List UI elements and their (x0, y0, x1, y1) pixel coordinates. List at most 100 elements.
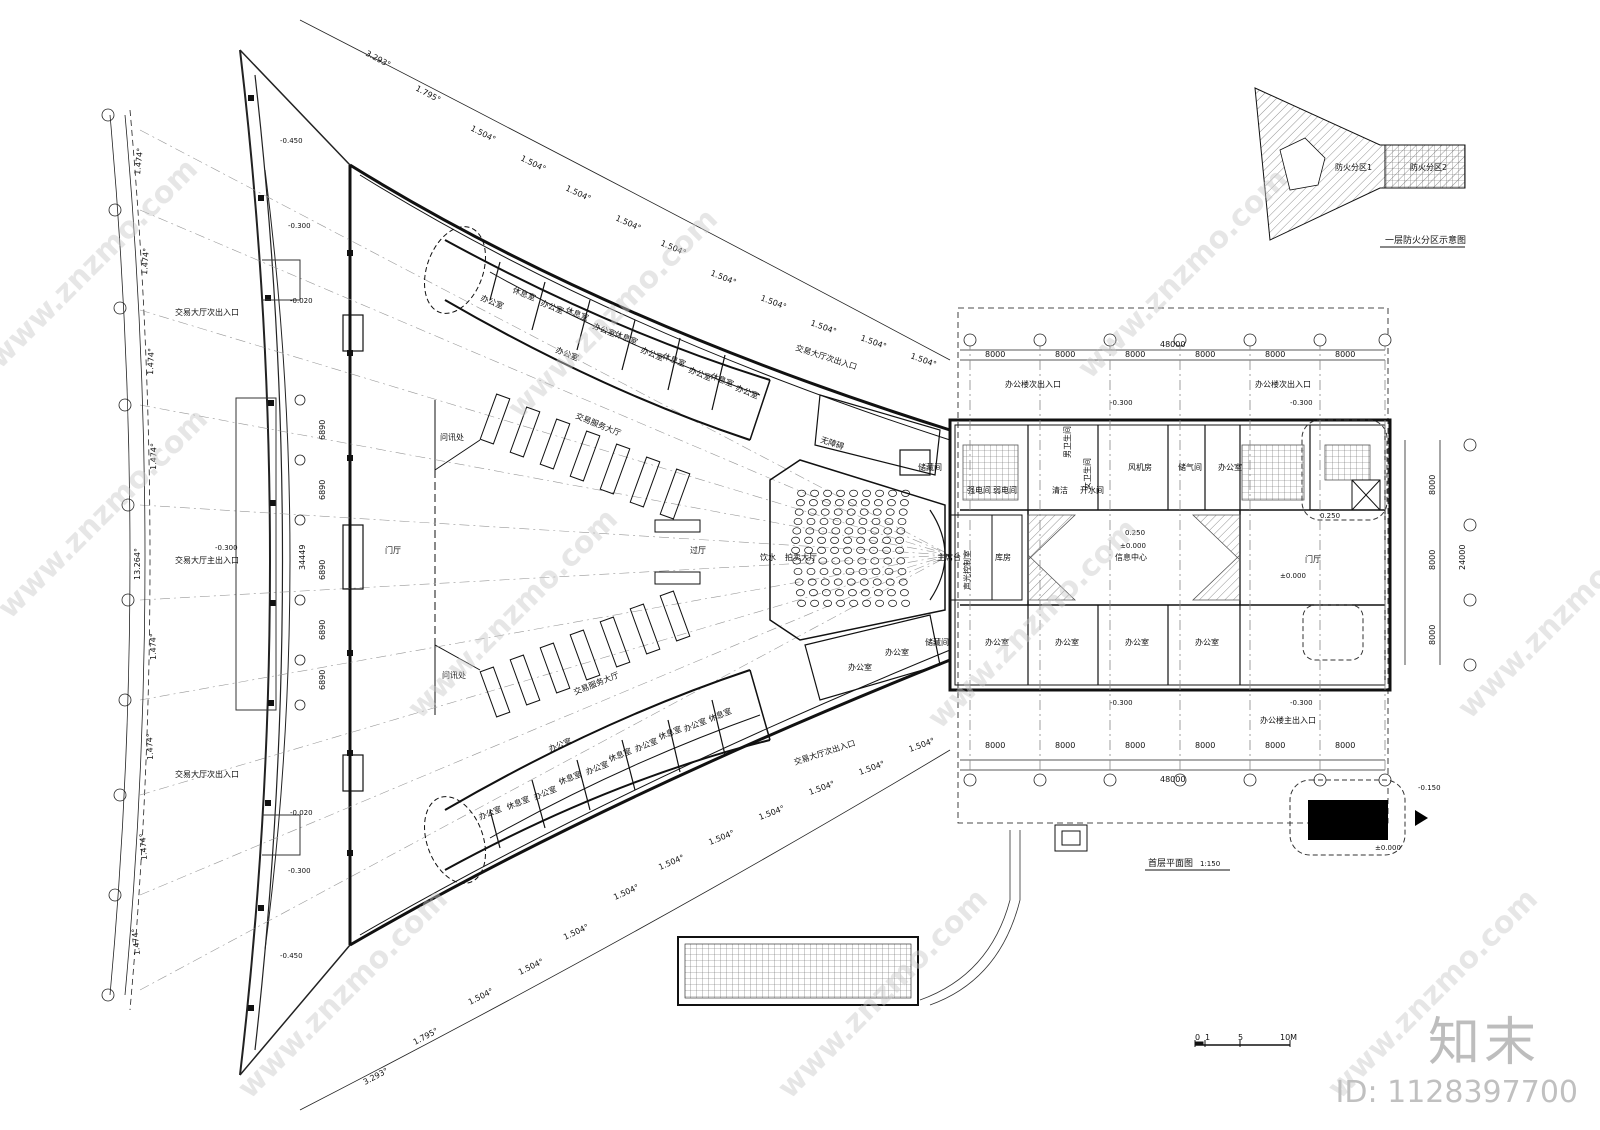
dim-angle-mid-b6: 1.504° (707, 828, 735, 846)
dim-bay-3: 8000 (1125, 350, 1145, 359)
auction-seat (845, 567, 855, 576)
label-passage: 过厅 (690, 545, 706, 555)
level-mark-10: 0.250 (1125, 529, 1145, 537)
fire-zone-legend-diagram (1254, 87, 1466, 241)
auction-seat (836, 489, 845, 497)
auction-seat (804, 546, 813, 554)
watermark-site-3: www.znzmo.com (501, 202, 725, 426)
auction-seat (887, 589, 896, 597)
dim-total-top: 48000 (1160, 340, 1185, 349)
auction-seat (796, 589, 805, 597)
dim-angle-mid-9: 1.504° (859, 333, 887, 351)
auction-seat (898, 578, 908, 586)
auction-seat (817, 536, 826, 544)
auction-seat (830, 546, 839, 554)
scale-bar (1194, 1040, 1291, 1047)
auction-seat (835, 499, 844, 507)
auction-seat (849, 599, 858, 607)
west-entrance-doors (342, 314, 364, 792)
level-mark-6: -0.300 (288, 867, 311, 875)
black-block (1289, 779, 1428, 856)
label-office-b4: 办公室 (1195, 637, 1219, 647)
auction-seat (809, 499, 818, 507)
label-foyer: 门厅 (385, 545, 401, 555)
dim-bay-2: 8000 (1055, 350, 1075, 359)
auction-seat (823, 599, 832, 607)
brand-watermark: 知末 (1427, 1013, 1540, 1073)
auction-seat (882, 536, 891, 544)
dim-angle-4: 1.474° (149, 443, 158, 470)
auction-seat (818, 557, 828, 565)
auction-seat (869, 536, 878, 544)
dim-angle-mid-b8: 1.504° (808, 779, 836, 797)
auction-seat (818, 527, 828, 535)
office-dimensions (960, 340, 1441, 780)
auction-seat (806, 517, 816, 526)
auction-seat (792, 557, 802, 565)
auction-seat (848, 499, 857, 507)
auction-seat (859, 508, 869, 516)
level-mark-8: ±0.000 (1120, 542, 1146, 550)
legend-title: 一层防火分区示意图 (1385, 234, 1466, 246)
label-nw-office-5: 办公室 (687, 365, 713, 383)
label-sw-office-6: 办公室 (547, 736, 573, 754)
label-gas-room: 储气间 (1178, 462, 1202, 472)
auction-seat (836, 599, 845, 607)
dim-depth-2: 8000 (1428, 550, 1437, 570)
office-ends (1301, 419, 1388, 661)
dim-angle-end-bottom: 3.293° (362, 1066, 390, 1087)
dim-hall-bay-2: 6890 (318, 480, 327, 500)
small-pavilion (1054, 824, 1088, 852)
auction-seat (810, 599, 819, 607)
dim-angle-big-bottom: 1.795° (412, 1026, 440, 1047)
watermark-site-2: www.znzmo.com (0, 402, 215, 626)
auction-seat (901, 489, 910, 497)
label-strong-elec: 强电间 (967, 485, 991, 495)
south-office-wing (424, 669, 771, 884)
hatched-shafts (962, 444, 1371, 601)
label-sw-rest-1: 休息室 (505, 794, 531, 812)
auction-seat (861, 589, 870, 597)
level-marks: -0.450 -0.300 -0.020 -0.300 -0.020 -0.30… (215, 137, 1441, 960)
auction-seat (896, 557, 906, 565)
auction-seat (900, 499, 909, 507)
auction-seat (793, 517, 803, 526)
dim-bay-b6: 8000 (1335, 741, 1355, 750)
dim-angle-6: 1.474° (145, 733, 155, 760)
auction-seat (820, 508, 830, 516)
dim-hall-bay-3: 6890 (318, 560, 327, 580)
auction-seat (823, 489, 832, 497)
auction-seat (833, 578, 843, 586)
label-entrance-secondary-top: 交易大厅次出入口 (175, 307, 239, 317)
level-mark-4: -0.300 (215, 544, 238, 552)
level-mark-14: -0.300 (1110, 699, 1133, 707)
auction-seat (856, 546, 865, 554)
auction-seat (871, 567, 881, 576)
auction-seat (807, 508, 817, 516)
dim-bay-5: 8000 (1265, 350, 1285, 359)
auction-seat (862, 599, 871, 607)
label-sw-rest-5: 休息室 (707, 706, 733, 724)
label-water: 开水间 (1080, 485, 1104, 495)
id-watermark: ID: 1128397700 (1335, 1075, 1578, 1110)
auction-seat (797, 489, 806, 497)
dim-angle-mid-b7: 1.504° (757, 804, 785, 822)
auction-seat (885, 578, 895, 586)
dim-angle-mid-3: 1.504° (564, 184, 592, 204)
watermark-site-6: www.znzmo.com (1071, 162, 1295, 386)
label-office-s2: 办公室 (885, 647, 909, 657)
label-inquiry-bottom: 问讯处 (442, 670, 466, 680)
auction-seat (805, 557, 815, 565)
scale-label-1: 1 (1205, 1033, 1210, 1042)
auction-seat (819, 567, 829, 576)
label-nw-rest-1: 休息室 (511, 285, 537, 303)
auction-seat (897, 567, 907, 576)
label-nw-office-4: 办公室 (639, 345, 665, 363)
level-mark-16: -0.150 (1418, 784, 1441, 792)
auction-seat (874, 589, 883, 597)
label-sw-rest-2: 休息室 (557, 769, 583, 787)
dim-angle-total: 13.264° (133, 548, 142, 580)
label-service-hall-top: 交易服务大厅 (574, 411, 622, 438)
label-nw-office-6: 办公室 (734, 383, 760, 401)
auction-seat (796, 499, 805, 507)
